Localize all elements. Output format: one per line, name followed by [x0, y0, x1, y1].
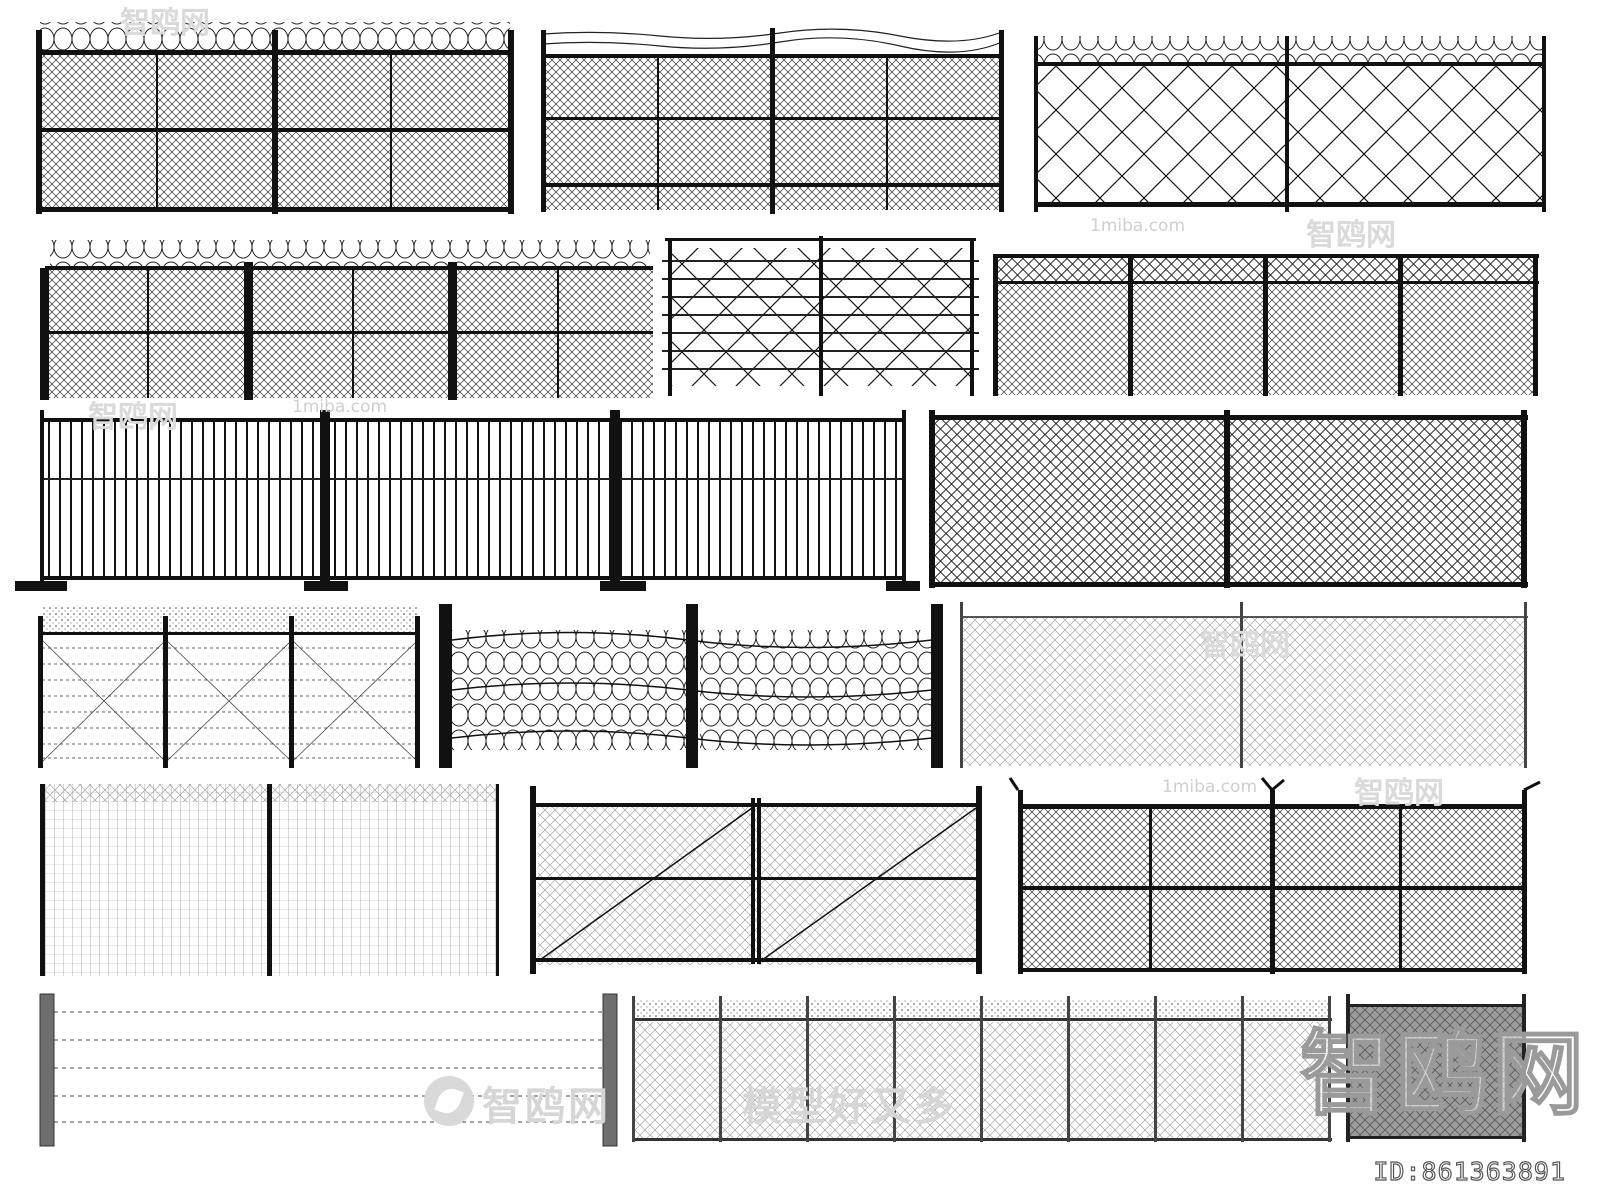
watermark-logo-icon — [424, 1076, 474, 1126]
fence-10-concertina — [439, 604, 943, 768]
watermark-brand-4: 智鸥网 — [1200, 628, 1290, 663]
watermark-brand-large: 智鸥网 — [1299, 1020, 1589, 1129]
watermark-brand-1: 智鸥网 — [1306, 218, 1396, 253]
watermark-site-1: 1miba.com — [1090, 216, 1186, 236]
fence-6-chainlink-top-rail — [993, 254, 1539, 396]
watermark-site-2: 1miba.com — [292, 397, 388, 417]
watermark-site-3: 1miba.com — [1162, 777, 1258, 797]
fence-1-chainlink-razor — [36, 22, 514, 214]
fence-16-chainlink-barbed-long — [632, 996, 1332, 1142]
watermark-brand-bottom: 智鸥网 — [482, 1084, 611, 1130]
watermark-slogan: 模型好又多 — [742, 1084, 957, 1130]
fence-4-chainlink-razor-posts — [40, 240, 653, 400]
fence-11-chainlink-light — [960, 602, 1528, 768]
fence-17-mesh-panel-grey — [1346, 994, 1526, 1142]
watermark-brand-2: 智鸥网 — [88, 400, 178, 435]
fence-13-gate-double — [530, 786, 982, 974]
fence-2-chainlink-barbed — [541, 28, 1004, 214]
fence-3-diamond-razor — [1034, 36, 1546, 212]
watermark-brand-top: 智鸥网 — [120, 6, 210, 41]
fence-12-welded-mesh — [40, 784, 499, 976]
asset-id-label: ID:861363891 — [1373, 1156, 1566, 1186]
fence-9-barbed-strand — [38, 606, 420, 768]
fence-14-chainlink-ypost — [1008, 777, 1541, 974]
watermark-brand-3: 智鸥网 — [1354, 776, 1444, 811]
fence-5-razor-wire-rails — [662, 236, 979, 396]
fence-8-chainlink-plain — [929, 410, 1528, 588]
fence-15-barbed-wood-posts — [39, 993, 618, 1147]
fence-7-welded-temporary — [15, 410, 920, 591]
